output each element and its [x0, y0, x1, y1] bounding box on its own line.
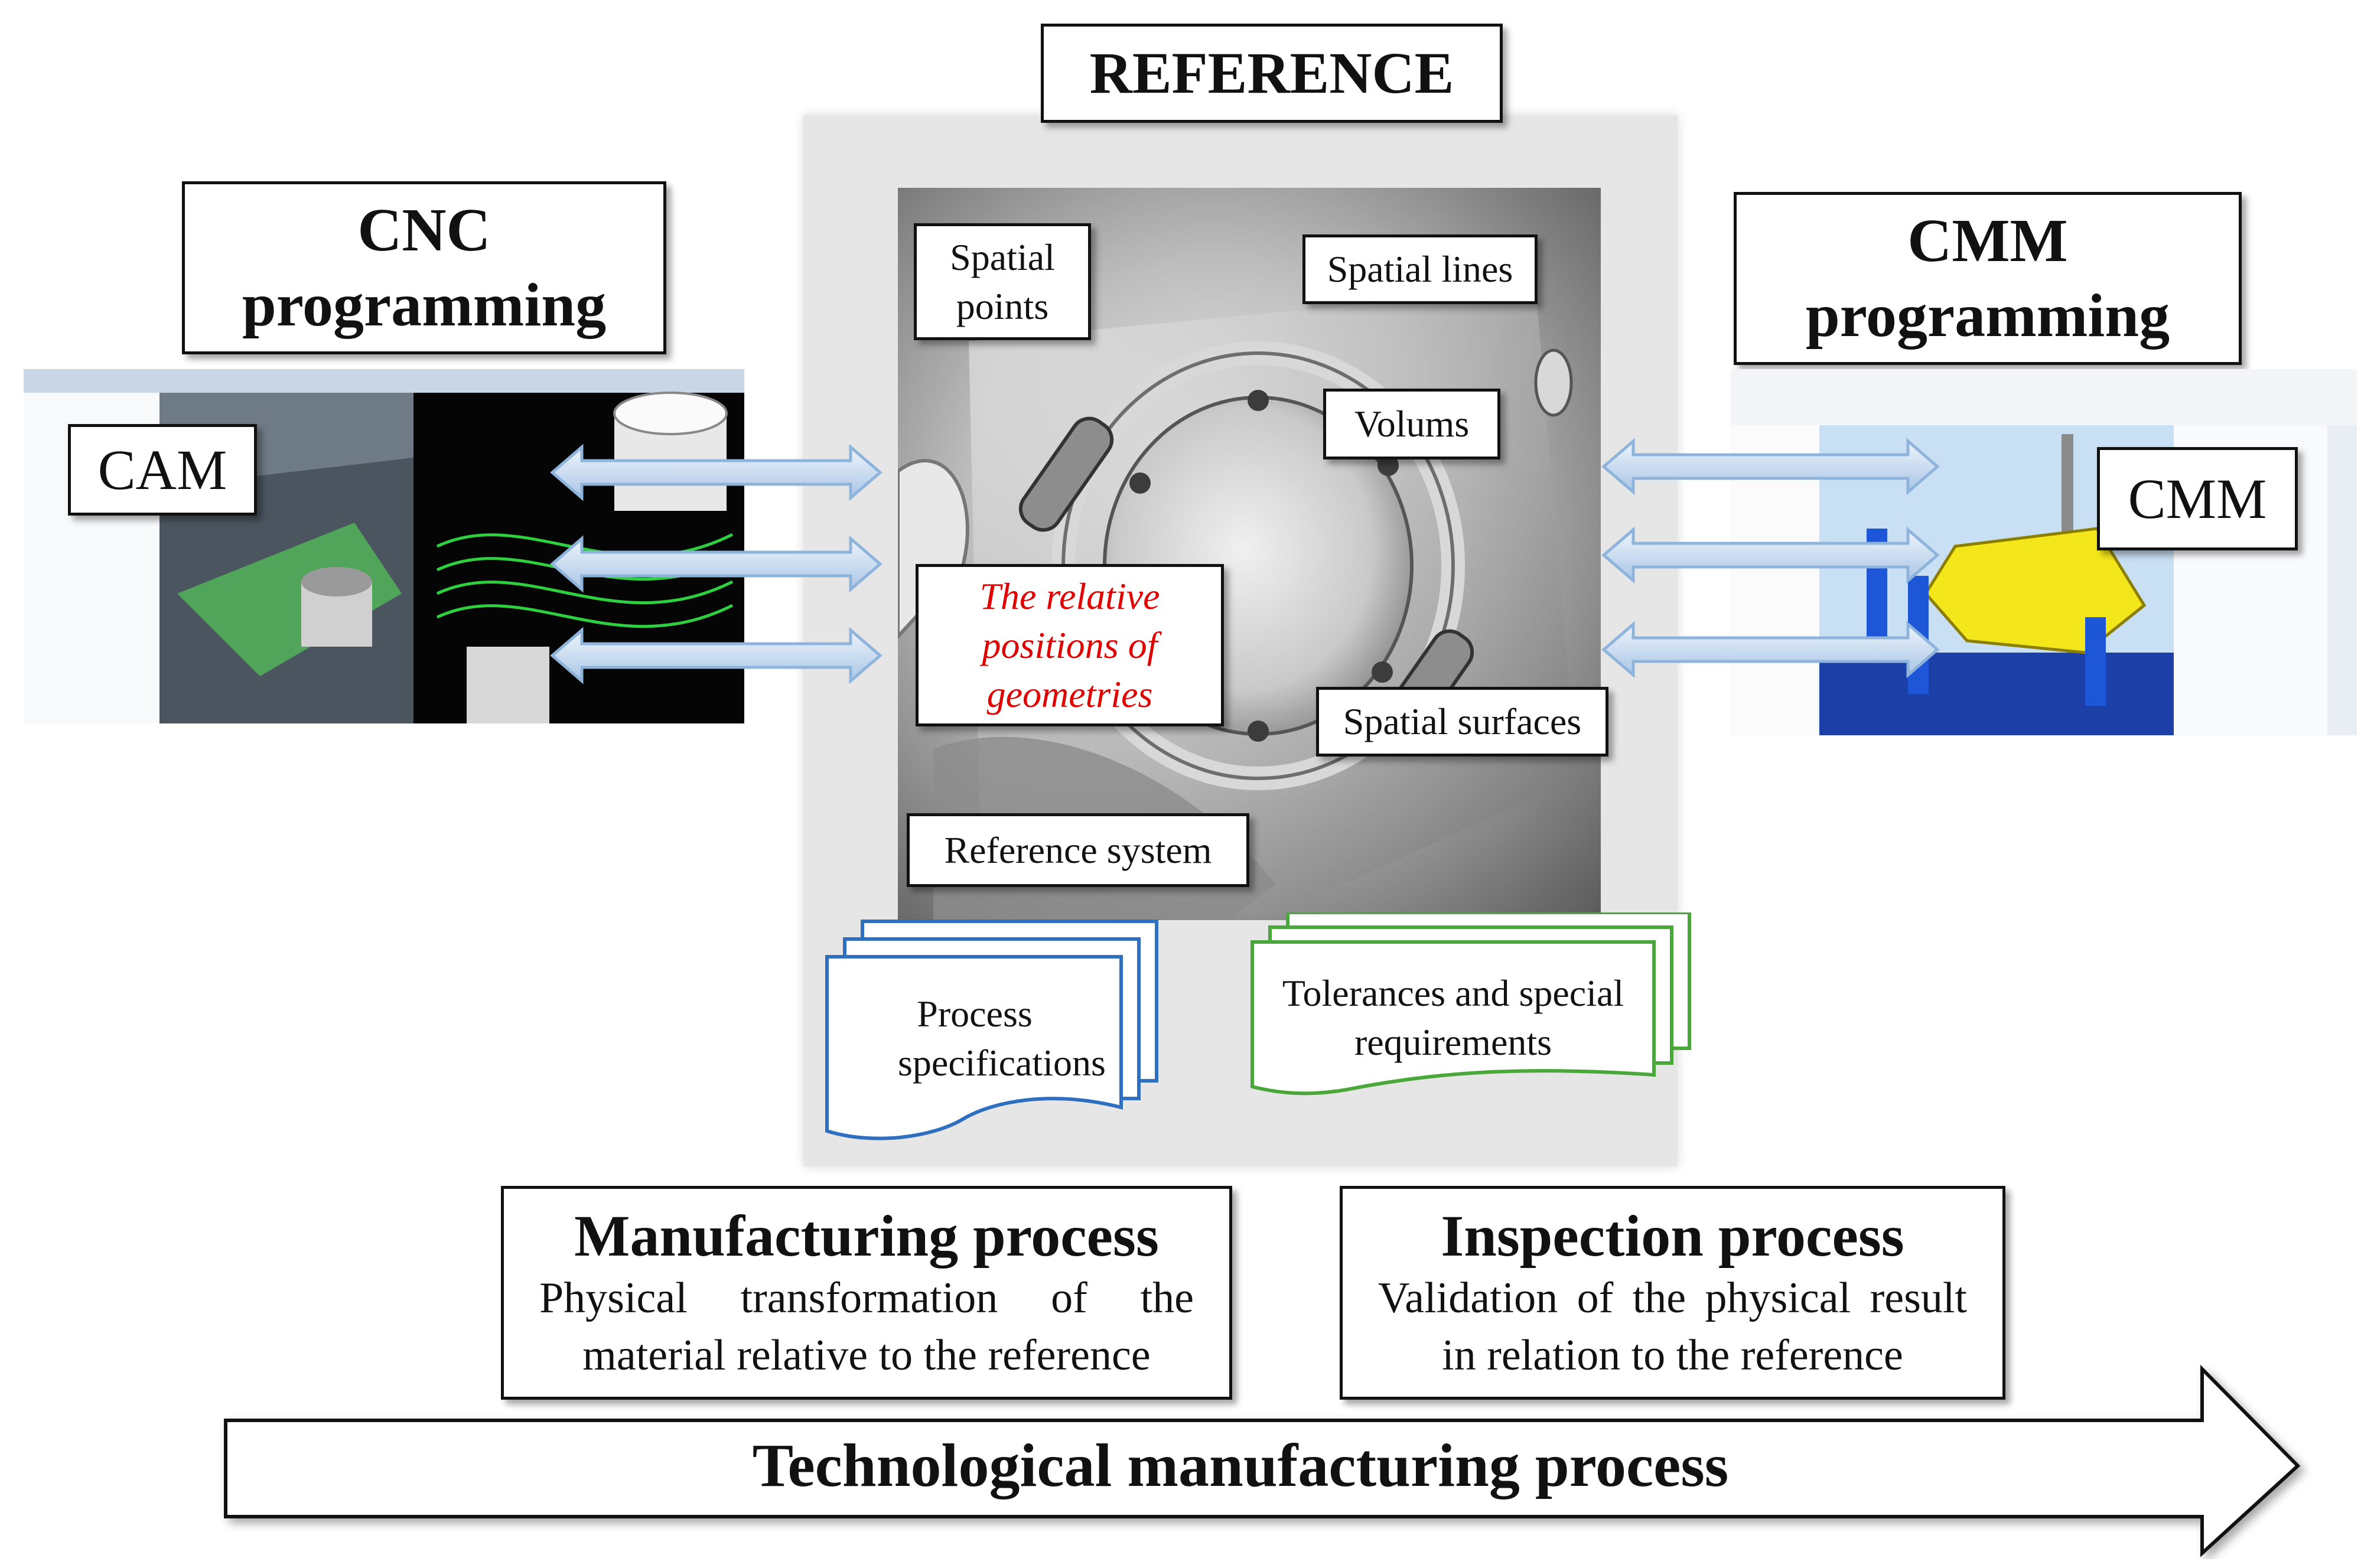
reference-system-label: Reference system [907, 813, 1249, 887]
relative-positions-label: The relative positions of geometries [916, 564, 1224, 726]
left-arrow-2 [550, 535, 882, 593]
left-arrow-3 [550, 627, 882, 684]
manufacturing-process-description: Physical transformation of the material … [539, 1274, 1194, 1380]
inspection-process-title: Inspection process [1441, 1203, 1904, 1269]
tolerances-document-icon [1250, 912, 1691, 1096]
process-specs-document-icon [825, 920, 1158, 1140]
process-specs-text: Process specifications [898, 993, 1106, 1084]
inspection-process-description: Validation of the physical result in rel… [1378, 1274, 1967, 1380]
cmm-title-box: CMM programming [1734, 192, 2242, 365]
technological-process-label: Technological manufacturing process [752, 1432, 1729, 1499]
cnc-title-box: CNC programming [182, 181, 666, 354]
cam-label-box: CAM [68, 424, 257, 516]
reference-title: REFERENCE [1089, 40, 1454, 106]
manufacturing-process-box: Manufacturing process Physical transform… [501, 1186, 1232, 1400]
document-icons [825, 912, 1691, 1140]
reference-title-box: REFERENCE [1041, 24, 1503, 123]
volums-label: Volums [1323, 389, 1500, 459]
spatial-surfaces-label: Spatial surfaces [1316, 687, 1608, 757]
left-arrow-1 [550, 444, 882, 501]
right-arrow-1 [1601, 438, 1940, 495]
spatial-points-label: Spatial points [914, 223, 1091, 340]
cmm-label-box: CMM [2097, 447, 2298, 550]
spatial-lines-label: Spatial lines [1302, 234, 1538, 304]
right-arrow-3 [1601, 621, 1940, 679]
tolerances-text: Tolerances and special requirements [1282, 972, 1624, 1064]
manufacturing-process-title: Manufacturing process [574, 1203, 1159, 1269]
technological-process-arrow [224, 1364, 2301, 1557]
right-arrow-2 [1601, 526, 1940, 584]
inspection-process-box: Inspection process Validation of the phy… [1340, 1186, 2005, 1400]
